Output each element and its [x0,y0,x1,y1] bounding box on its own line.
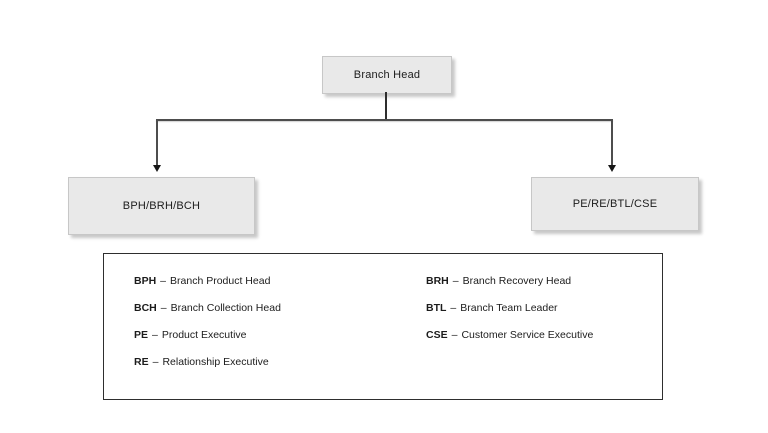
arrow-down-icon [608,165,616,172]
legend-meaning: Branch Team Leader [460,302,558,314]
legend-meaning: Branch Collection Head [170,302,281,314]
legend-abbr: BRH [426,275,449,287]
org-node-branch-head-label: Branch Head [353,69,421,81]
legend-separator: – [451,329,458,341]
legend-abbr: BCH [134,302,157,314]
legend-meaning: Product Executive [161,329,247,341]
connector-horizontal [156,119,613,121]
legend-column-left: BPH–Branch Product Head BCH–Branch Colle… [134,268,281,376]
legend-abbr: PE [134,329,149,341]
legend-separator: – [160,275,167,287]
legend-abbr: BTL [426,302,447,314]
org-node-left-label: BPH/BRH/BCH [122,200,201,212]
legend-entry-brh: BRH–Branch Recovery Head [426,268,593,295]
legend-separator: – [450,302,457,314]
connector-drop-right [611,119,613,166]
legend-separator: – [152,356,159,368]
legend-abbr: BPH [134,275,157,287]
legend-entry-cse: CSE–Customer Service Executive [426,322,593,349]
legend-abbr: RE [134,356,149,368]
legend-entry-btl: BTL–Branch Team Leader [426,295,593,322]
legend-box: BPH–Branch Product Head BCH–Branch Colle… [103,253,663,400]
legend-abbr: CSE [426,329,448,341]
legend-entry-pe: PE–Product Executive [134,322,281,349]
legend-meaning: Customer Service Executive [461,329,594,341]
legend-entry-bch: BCH–Branch Collection Head [134,295,281,322]
arrow-down-icon [153,165,161,172]
legend-entry-re: RE–Relationship Executive [134,349,281,376]
legend-meaning: Relationship Executive [162,356,269,368]
org-node-right-label: PE/RE/BTL/CSE [572,198,658,210]
legend-separator: – [160,302,167,314]
legend-column-right: BRH–Branch Recovery Head BTL–Branch Team… [426,268,593,349]
legend-entry-bph: BPH–Branch Product Head [134,268,281,295]
legend-separator: – [452,275,459,287]
legend-separator: – [152,329,158,341]
connector-drop-left [156,119,158,166]
connector-stem [385,92,387,120]
org-node-bph-brh-bch: BPH/BRH/BCH [68,177,255,235]
legend-meaning: Branch Recovery Head [462,275,572,287]
legend-meaning: Branch Product Head [170,275,271,287]
org-node-pe-re-btl-cse: PE/RE/BTL/CSE [531,177,699,231]
org-node-branch-head: Branch Head [322,56,452,94]
